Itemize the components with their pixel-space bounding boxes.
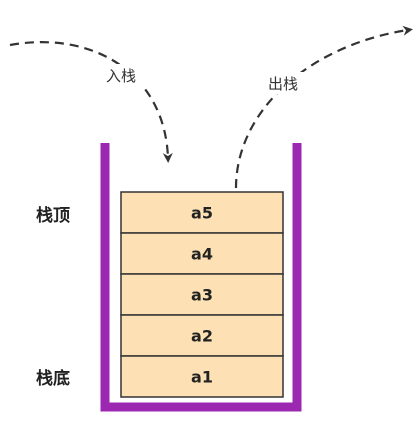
- stack-cell: a5: [120, 191, 284, 234]
- stack-cell-box: [120, 273, 284, 316]
- stack-cell: a1: [120, 355, 284, 398]
- stack-cell-label: a5: [191, 204, 213, 223]
- stack-cell-label: a3: [191, 286, 213, 305]
- stack-cell-box: [120, 355, 284, 398]
- stack-cell: a4: [120, 232, 284, 275]
- bottom-label: 栈底: [36, 368, 70, 389]
- stack-cells: a5 a4 a3 a2 a1: [120, 191, 284, 398]
- top-label: 栈顶: [36, 205, 70, 226]
- push-label: 入栈: [106, 67, 136, 85]
- stack-cell-label: a4: [191, 245, 213, 264]
- stack-cell-box: [120, 191, 284, 234]
- stack-cell-label: a2: [191, 327, 213, 346]
- stack-cell-label: a1: [191, 368, 213, 387]
- stack-container: [100, 143, 302, 412]
- pop-arrow: [234, 25, 413, 189]
- stack-cell: a3: [120, 273, 284, 316]
- pop-label-bg: [264, 72, 306, 94]
- push-label-bg: [102, 64, 144, 86]
- pop-label: 出栈: [268, 75, 298, 93]
- push-arrow: [9, 41, 173, 163]
- stack-cell: a2: [120, 314, 284, 357]
